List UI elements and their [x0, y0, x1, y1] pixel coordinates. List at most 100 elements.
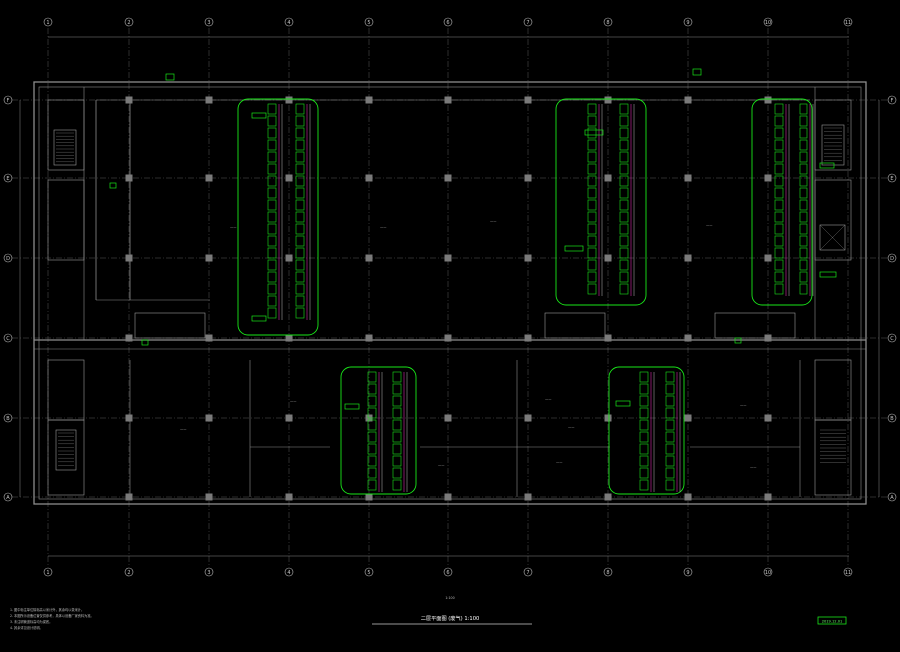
axis-bubble-row-left-A: A: [3, 492, 13, 502]
equipment-labels: [109, 68, 837, 410]
svg-text:A: A: [890, 495, 894, 501]
svg-text:4: 4: [287, 20, 290, 26]
svg-text:1: 1: [46, 20, 49, 26]
axis-bubble-col-top-10: 10: [763, 17, 773, 27]
scale-label: 1:100: [445, 596, 454, 600]
axis-bubble-col-top-3: 3: [204, 17, 214, 27]
svg-text:D: D: [890, 256, 894, 262]
axis-bubble-col-bottom-7: 7: [523, 567, 533, 577]
svg-text:3: 3: [207, 570, 210, 576]
svg-text:8: 8: [606, 20, 609, 26]
svg-text:10: 10: [765, 570, 771, 576]
svg-text:9: 9: [686, 20, 689, 26]
svg-text:F: F: [7, 98, 10, 104]
title-block: 1:100 二层平面图 (废气) 1:100 2019.12.01: [372, 596, 847, 625]
general-notes: 1. 图中标注单位除标高以米计外，其余均以毫米计。 2. 本图所示设备位置仅供参…: [10, 607, 94, 630]
svg-text:A: A: [6, 495, 10, 501]
stair-hatching-right: [819, 127, 846, 463]
svg-text:——: ——: [740, 403, 747, 407]
axis-bubble-col-bottom-10: 10: [763, 567, 773, 577]
svg-text:7: 7: [526, 20, 529, 26]
axis-bubble-col-bottom-2: 2: [124, 567, 134, 577]
equipment-racks: [267, 103, 814, 492]
dimension-lines: [19, 36, 880, 557]
svg-text:——: ——: [490, 219, 497, 223]
svg-text:B: B: [890, 416, 894, 422]
svg-text:——: ——: [545, 397, 552, 401]
axis-bubble-col-top-7: 7: [523, 17, 533, 27]
axis-bubble-col-bottom-3: 3: [204, 567, 214, 577]
axis-bubble-row-right-F: F: [887, 95, 897, 105]
equipment-zone-4: [340, 366, 417, 495]
axis-bubble-row-right-C: C: [887, 333, 897, 343]
axis-bubble-col-bottom-11: 11: [843, 567, 853, 577]
axis-bubble-col-top-2: 2: [124, 17, 134, 27]
axis-bubble-row-right-A: A: [887, 492, 897, 502]
svg-text:——: ——: [568, 425, 575, 429]
axis-bubble-col-bottom-4: 4: [284, 567, 294, 577]
svg-text:2. 本图所示设备位置仅供参考，具体以设备厂家资料为准。: 2. 本图所示设备位置仅供参考，具体以设备厂家资料为准。: [10, 613, 94, 618]
axis-bubble-row-left-B: B: [3, 413, 13, 423]
svg-text:——: ——: [556, 460, 563, 464]
axis-bubble-row-right-D: D: [887, 253, 897, 263]
svg-text:C: C: [890, 336, 894, 342]
axis-bubble-row-left-F: F: [3, 95, 13, 105]
svg-text:——: ——: [750, 465, 757, 469]
axis-bubble-col-top-9: 9: [683, 17, 693, 27]
axis-bubble-col-bottom-9: 9: [683, 567, 693, 577]
axis-bubble-col-top-1: 1: [43, 17, 53, 27]
structural-columns: [125, 96, 772, 501]
axis-bubble-col-bottom-1: 1: [43, 567, 53, 577]
svg-text:2: 2: [127, 570, 130, 576]
axis-bubble-col-top-11: 11: [843, 17, 853, 27]
equipment-zone-3: [751, 98, 813, 306]
svg-text:E: E: [6, 176, 9, 182]
svg-text:6: 6: [446, 20, 449, 26]
svg-text:11: 11: [845, 20, 851, 26]
right-core-rooms: [544, 99, 852, 496]
svg-text:C: C: [6, 336, 10, 342]
svg-text:5: 5: [367, 20, 370, 26]
equipment-zones: [237, 98, 813, 495]
svg-text:1: 1: [46, 570, 49, 576]
axis-bubble-col-bottom-6: 6: [443, 567, 453, 577]
axis-bubble-row-left-E: E: [3, 173, 13, 183]
svg-text:2: 2: [127, 20, 130, 26]
axis-bubble-col-top-4: 4: [284, 17, 294, 27]
axis-bubble-col-bottom-5: 5: [364, 567, 374, 577]
svg-text:9: 9: [686, 570, 689, 576]
svg-text:——: ——: [706, 223, 713, 227]
svg-text:4. 其余详见设计说明。: 4. 其余详见设计说明。: [10, 625, 43, 630]
axis-bubble-row-right-B: B: [887, 413, 897, 423]
axis-bubble-col-bottom-8: 8: [603, 567, 613, 577]
axis-bubble-row-left-C: C: [3, 333, 13, 343]
stair-hatching-left: [56, 132, 74, 466]
svg-text:5: 5: [367, 570, 370, 576]
svg-text:7: 7: [526, 570, 529, 576]
svg-text:——: ——: [180, 427, 187, 431]
approval-stamp: 2019.12.01: [822, 620, 843, 624]
drawing-title: 二层平面图 (废气) 1:100: [421, 614, 480, 622]
svg-text:3. 未注明管道标高均为梁底。: 3. 未注明管道标高均为梁底。: [10, 619, 52, 624]
axis-bubble-col-top-6: 6: [443, 17, 453, 27]
svg-text:——: ——: [380, 225, 387, 229]
svg-text:10: 10: [765, 20, 771, 26]
room-annotations: —— —— —— —— —— —— —— —— —— —— —— ——: [180, 219, 757, 469]
equipment-zone-2: [555, 98, 647, 306]
svg-text:D: D: [6, 256, 10, 262]
svg-text:3: 3: [207, 20, 210, 26]
svg-text:B: B: [6, 416, 10, 422]
axis-bubble-col-top-5: 5: [364, 17, 374, 27]
svg-text:——: ——: [230, 225, 237, 229]
axis-bubble-col-top-8: 8: [603, 17, 613, 27]
svg-text:F: F: [891, 98, 894, 104]
equipment-zone-1: [237, 98, 319, 336]
svg-text:4: 4: [287, 570, 290, 576]
svg-text:——: ——: [438, 463, 445, 467]
left-core-rooms: [47, 99, 206, 496]
svg-text:E: E: [890, 176, 893, 182]
axis-bubble-row-right-E: E: [887, 173, 897, 183]
axis-bubble-row-left-D: D: [3, 253, 13, 263]
svg-text:8: 8: [606, 570, 609, 576]
